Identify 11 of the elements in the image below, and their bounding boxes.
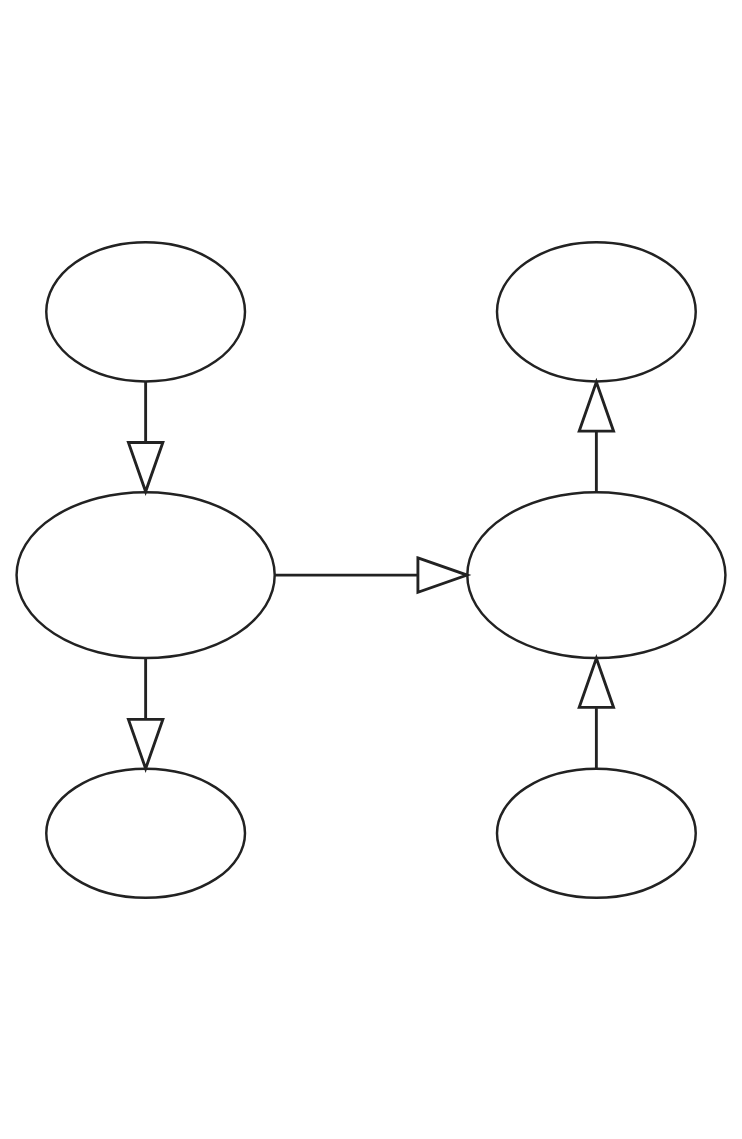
arrow: [126, 381, 165, 496]
arrow: [126, 657, 165, 773]
node-ellipse: [45, 240, 247, 383]
arrow: [577, 653, 616, 769]
node-ellipse: [466, 490, 727, 659]
node-ellipse: [15, 490, 276, 659]
node-ellipse: [45, 767, 247, 899]
node-ellipse: [495, 240, 697, 383]
node-ellipse: [495, 767, 697, 899]
arrow: [577, 377, 616, 492]
arrow: [275, 555, 472, 594]
